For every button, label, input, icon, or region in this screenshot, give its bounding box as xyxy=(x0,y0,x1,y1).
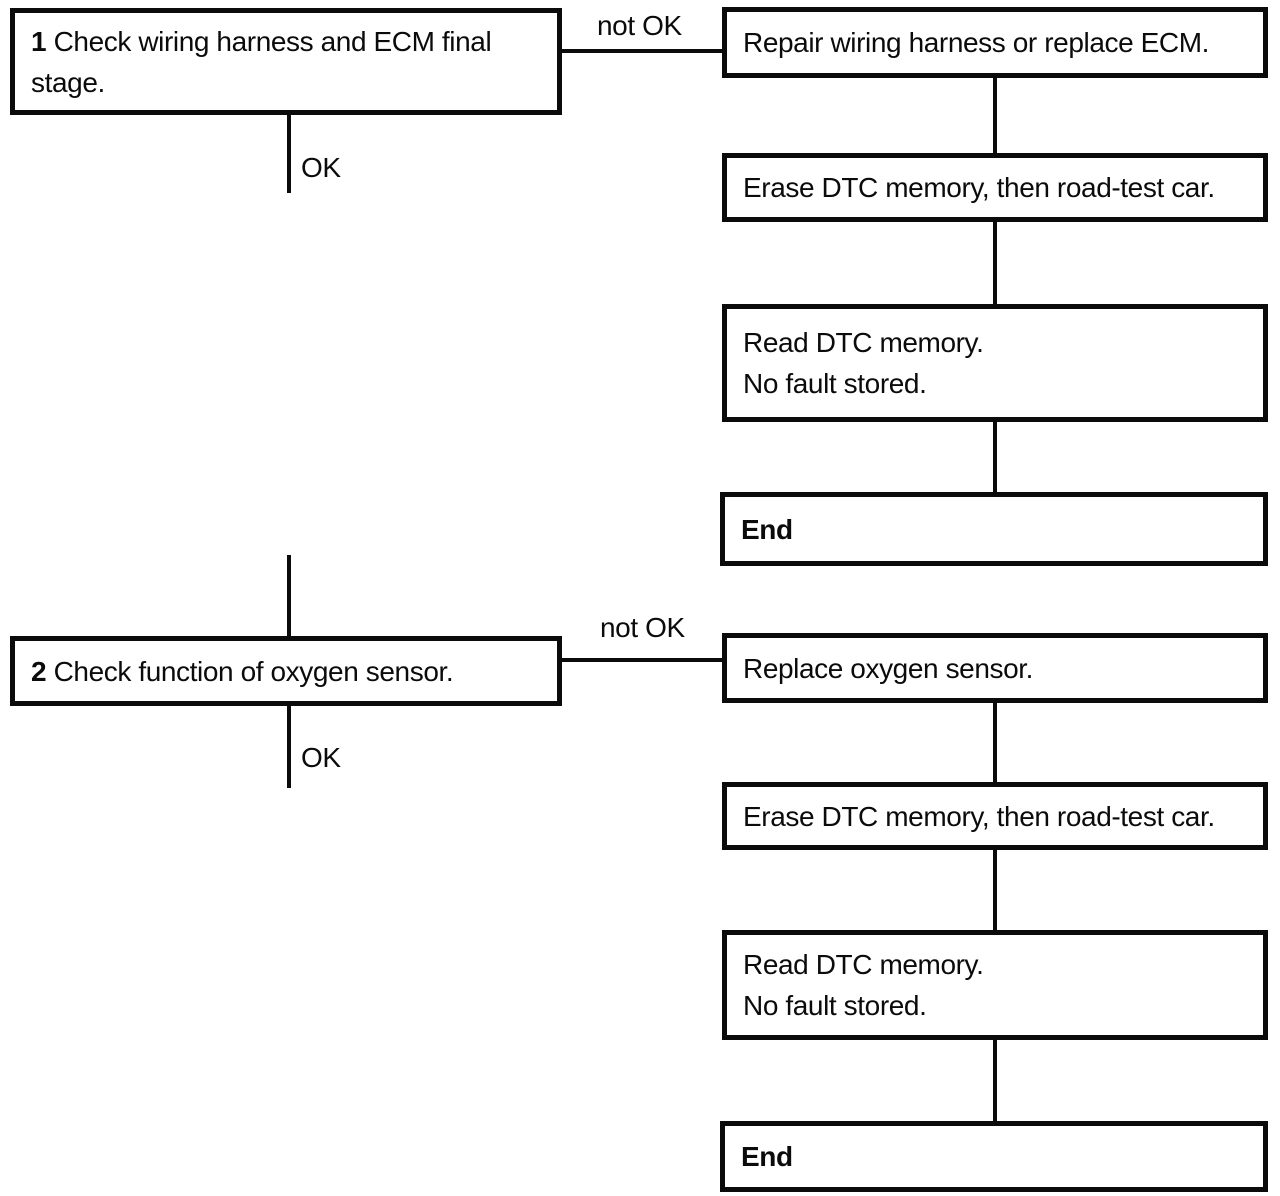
branch1-action-box: Repair wiring harness or replace ECM. xyxy=(722,7,1268,78)
branch2-read-line2: No fault stored. xyxy=(743,990,927,1021)
step1-ok-connector-line xyxy=(287,115,291,193)
step2-incoming-connector-line xyxy=(287,555,291,636)
branch1-end-box: End xyxy=(720,492,1268,566)
branch1-read-box: Read DTC memory. No fault stored. xyxy=(722,304,1268,422)
branch2-end-text: End xyxy=(741,1141,793,1172)
step2-text: Check function of oxygen sensor. xyxy=(53,655,454,687)
branch1-erase-box: Erase DTC memory, then road-test car. xyxy=(722,153,1268,222)
step2-box: 2 Check function of oxygen sensor. xyxy=(10,636,562,706)
branch1-read-line1: Read DTC memory. xyxy=(743,327,984,358)
step2-not-ok-connector-line xyxy=(560,658,722,662)
branch2-connector-1 xyxy=(993,703,997,782)
branch1-connector-3 xyxy=(993,422,997,492)
branch2-erase-text: Erase DTC memory, then road-test car. xyxy=(743,800,1215,832)
not-ok-label-2: not OK xyxy=(600,612,685,643)
step1-box: 1 Check wiring harness and ECM final sta… xyxy=(10,8,562,115)
branch1-action-text: Repair wiring harness or replace ECM. xyxy=(743,27,1210,58)
branch2-read-line1: Read DTC memory. xyxy=(743,949,984,980)
branch2-connector-2 xyxy=(993,850,997,930)
branch1-end-text: End xyxy=(741,513,793,545)
branch1-erase-text: Erase DTC memory, then road-test car. xyxy=(743,172,1215,203)
step1-content: 1 Check wiring harness and ECM final sta… xyxy=(31,21,539,103)
step1-text: Check wiring harness and ECM final stage… xyxy=(31,25,492,98)
ok-label-1: OK xyxy=(301,152,341,183)
step1-not-ok-connector-line xyxy=(562,49,722,53)
step2-content: 2 Check function of oxygen sensor. xyxy=(31,651,539,692)
not-ok-label-1: not OK xyxy=(597,10,682,41)
branch2-read-box: Read DTC memory. No fault stored. xyxy=(722,930,1268,1040)
branch1-connector-1 xyxy=(993,78,997,153)
branch2-erase-box: Erase DTC memory, then road-test car. xyxy=(722,782,1268,850)
branch1-connector-2 xyxy=(993,222,997,304)
branch2-connector-3 xyxy=(993,1040,997,1121)
branch2-action-box: Replace oxygen sensor. xyxy=(722,633,1268,703)
ok-label-2: OK xyxy=(301,742,341,773)
branch2-end-box: End xyxy=(720,1121,1268,1192)
branch2-action-text: Replace oxygen sensor. xyxy=(743,652,1034,684)
step2-number: 2 xyxy=(31,655,47,687)
step2-ok-connector-line xyxy=(287,706,291,788)
branch1-read-line2: No fault stored. xyxy=(743,368,927,399)
step1-number: 1 xyxy=(31,25,47,57)
